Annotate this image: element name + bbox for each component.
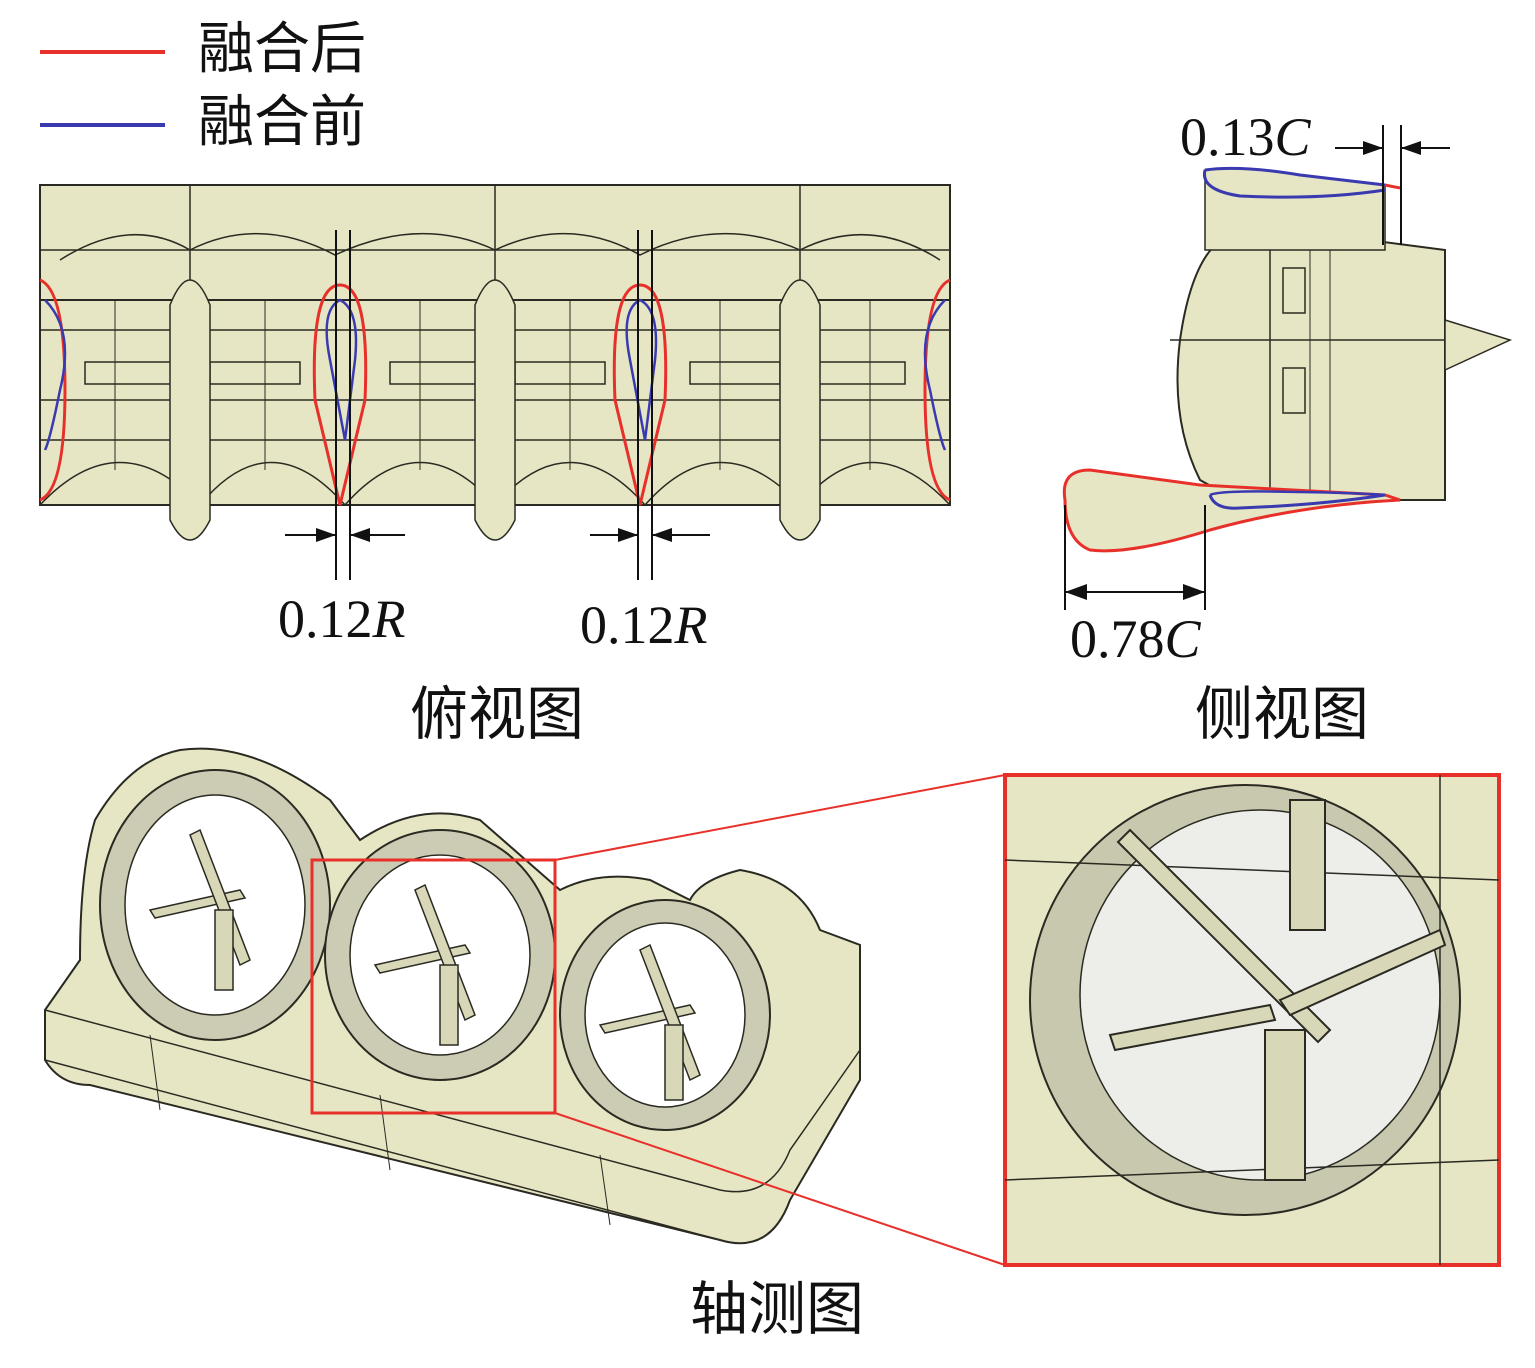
zoom-connector-lines bbox=[554, 774, 1006, 1266]
side-view-caption: 侧视图 bbox=[1195, 680, 1370, 748]
side-view-dim-1-label: 0.13C bbox=[1180, 107, 1311, 167]
iso-view-drawing bbox=[44, 747, 861, 1245]
top-view-caption: 俯视图 bbox=[410, 680, 585, 748]
top-view-dim-1-label: 0.12R bbox=[278, 589, 406, 649]
zoom-inset bbox=[1003, 773, 1501, 1267]
legend-before-label: 融合前 bbox=[198, 90, 366, 155]
top-view-dim-2-lines bbox=[590, 230, 710, 580]
side-view-dim-2-lines bbox=[1064, 505, 1206, 610]
legend-after-label: 融合后 bbox=[198, 17, 366, 82]
top-view-drawing bbox=[39, 184, 951, 541]
side-view-dim-1-lines bbox=[1335, 125, 1450, 245]
iso-view-caption: 轴测图 bbox=[690, 1275, 865, 1343]
side-view-dim-2-label: 0.78C bbox=[1070, 609, 1201, 669]
top-view-dim-1-lines bbox=[285, 230, 405, 580]
side-view-drawing bbox=[1062, 166, 1513, 553]
top-view-dim-2-label: 0.12R bbox=[580, 595, 708, 655]
